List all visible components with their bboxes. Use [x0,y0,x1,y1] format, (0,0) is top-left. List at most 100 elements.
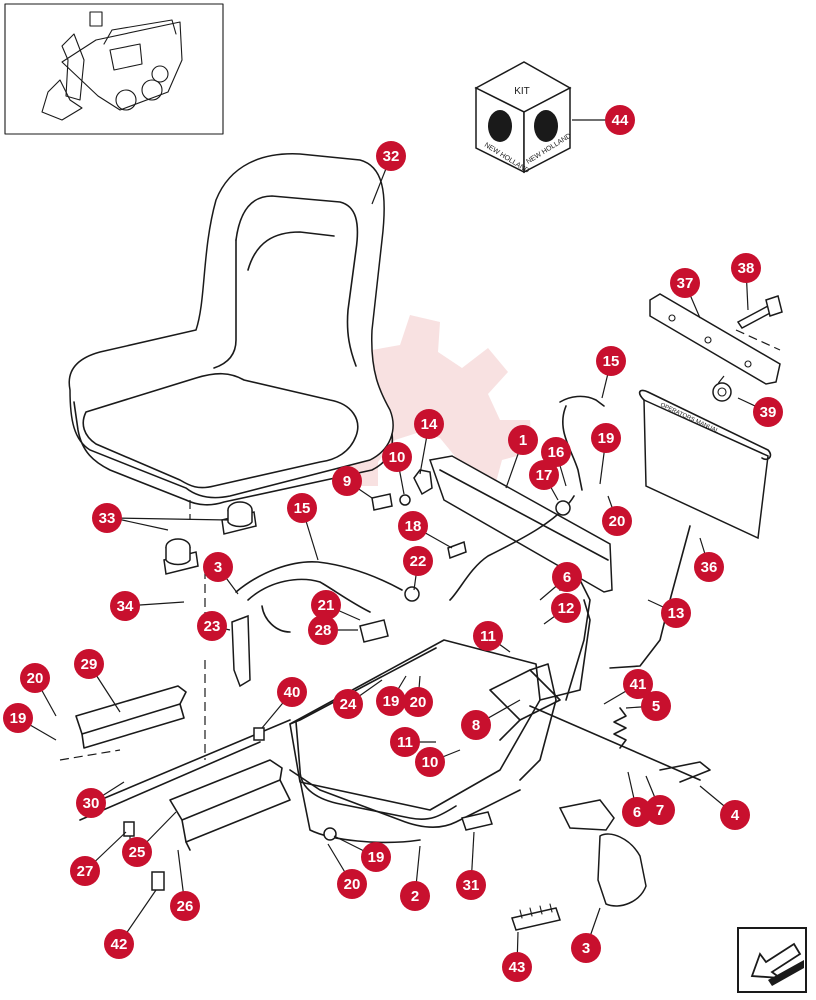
svg-text:7: 7 [656,802,664,819]
slide-latch [489,669,561,741]
svg-text:5: 5 [652,698,660,715]
svg-text:18: 18 [405,518,422,535]
wire-harness-lower [235,561,403,633]
svg-text:19: 19 [368,849,385,866]
svg-text:20: 20 [609,513,626,530]
svg-text:30: 30 [83,795,100,812]
callout-19-d: 19 [361,842,391,872]
callout-20-d: 20 [337,869,367,899]
callout-37: 37 [670,268,700,298]
callout-40: 40 [277,677,307,707]
callout-10-lower: 10 [415,747,445,777]
callout-42: 42 [104,929,134,959]
callout-3-upper: 3 [203,552,233,582]
callout-26: 26 [170,891,200,921]
svg-text:13: 13 [668,605,685,622]
svg-text:40: 40 [284,684,301,701]
seat-base-bracket [289,599,591,821]
callout-6-lower: 6 [622,797,652,827]
callout-29: 29 [74,649,104,679]
nut [712,382,732,402]
svg-text:4: 4 [731,807,740,824]
callout-20-c: 20 [20,663,50,693]
callout-27: 27 [70,856,100,886]
svg-text:3: 3 [582,940,590,957]
callout-14: 14 [414,409,444,439]
svg-text:10: 10 [389,449,406,466]
svg-text:25: 25 [129,844,146,861]
seat-cushion [68,153,394,506]
svg-text:14: 14 [421,416,438,433]
callout-20-b: 20 [403,687,433,717]
svg-text:31: 31 [463,877,480,894]
callout-43: 43 [502,952,532,982]
plug-31 [461,811,493,831]
callout-7: 7 [645,795,675,825]
svg-text:27: 27 [77,863,94,880]
nut-19-lower [323,827,337,841]
svg-text:15: 15 [294,500,311,517]
next-page-arrow-icon[interactable] [737,927,807,993]
svg-text:44: 44 [612,112,629,129]
svg-text:23: 23 [204,618,221,635]
svg-text:20: 20 [344,876,361,893]
callout-10-upper: 10 [382,442,412,472]
callout-24: 24 [333,689,363,719]
shaft [529,705,701,781]
svg-text:12: 12 [558,600,575,617]
callout-11-lower: 11 [390,727,420,757]
svg-text:16: 16 [548,444,565,461]
grommet-22 [404,586,420,602]
svg-text:3: 3 [214,559,222,576]
callout-15-lower: 15 [287,493,317,523]
bolt-42 [151,871,165,891]
track-rod [79,741,261,821]
switch-bracket [413,469,433,496]
callout-6-upper: 6 [552,562,582,592]
callout-23: 23 [197,611,227,641]
callout-4: 4 [720,800,750,830]
washer-10 [399,494,411,506]
svg-text:43: 43 [509,959,526,976]
svg-text:20: 20 [27,670,44,687]
kit-box: KIT NEW HOLLAND NEW HOLLAND [474,61,573,175]
svg-text:6: 6 [563,569,571,586]
svg-text:33: 33 [99,510,116,527]
svg-text:38: 38 [738,260,755,277]
callout-39: 39 [753,397,783,427]
svg-text:21: 21 [318,597,335,614]
callout-25: 25 [122,837,152,867]
handle [659,761,711,783]
svg-text:26: 26 [177,898,194,915]
mounting-rail [649,293,781,385]
callout-3-lower: 3 [571,933,601,963]
connector-43 [511,903,561,931]
pin-18 [447,540,467,560]
callout-41: 41 [623,669,653,699]
svg-text:41: 41 [630,676,647,693]
callout-12: 12 [551,593,581,623]
callout-9: 9 [332,466,362,496]
spring [613,707,627,749]
svg-text:9: 9 [343,473,351,490]
svg-text:19: 19 [10,710,27,727]
skid-steer-loader-icon [4,3,224,135]
callout-17: 17 [529,460,559,490]
callout-44: 44 [605,105,635,135]
svg-text:11: 11 [397,734,413,751]
cover-3 [558,799,647,907]
svg-text:29: 29 [81,656,98,673]
svg-text:36: 36 [701,559,718,576]
callout-1: 1 [508,425,538,455]
svg-text:22: 22 [410,553,427,570]
callout-16: 16 [541,437,571,467]
seat-frame-plate [429,455,613,593]
slide-rail-right [169,759,291,851]
callout-38: 38 [731,253,761,283]
callout-33: 33 [92,503,122,533]
svg-text:20: 20 [410,694,427,711]
callout-31: 31 [456,870,486,900]
linkage-rod [609,525,691,669]
svg-text:1: 1 [519,432,527,449]
